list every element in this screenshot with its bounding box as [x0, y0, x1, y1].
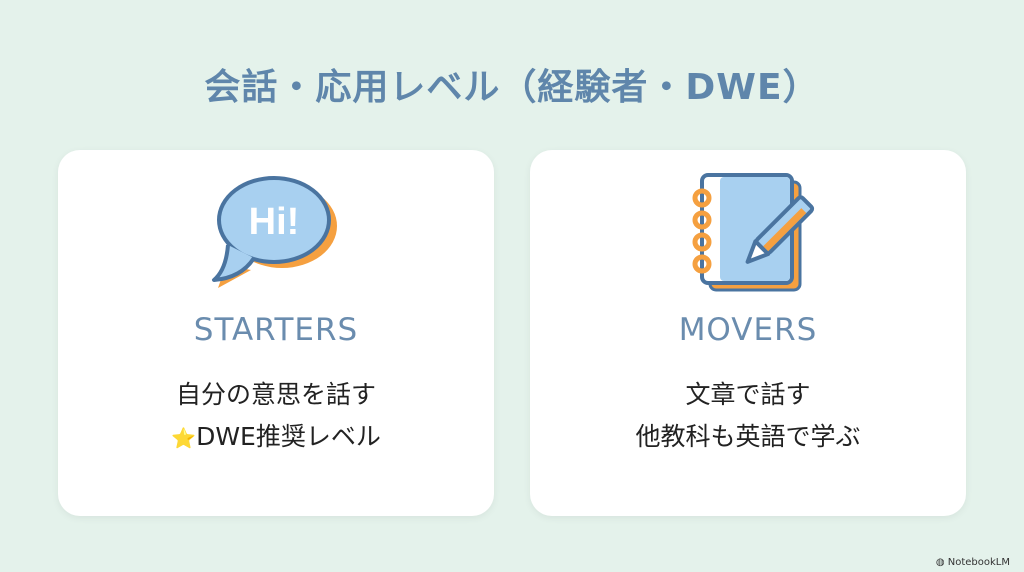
star-icon: ⭐	[171, 426, 197, 450]
description-line: 文章で話す	[685, 380, 811, 409]
description-line: 自分の意思を話す	[175, 380, 376, 409]
level-label: STARTERS	[193, 312, 359, 348]
speech-bubble-hi-icon: Hi!	[212, 176, 337, 288]
notebook-pencil-icon	[692, 173, 815, 292]
notebooklm-watermark: ◍ NotebookLM	[935, 557, 1010, 568]
icon-text: Hi!	[249, 201, 300, 243]
card-movers: MOVERS 文章で話す 他教科も英語で学ぶ	[530, 150, 966, 516]
card-starters: Hi! STARTERS 自分の意思を話す ⭐DWE推奨レベル	[58, 150, 494, 516]
level-label: MOVERS	[678, 312, 818, 348]
description-line: DWE推奨レベル	[196, 422, 381, 451]
description-line: 他教科も英語で学ぶ	[635, 422, 861, 451]
watermark-text: NotebookLM	[947, 557, 1010, 568]
page-title: 会話・応用レベル（経験者・DWE）	[204, 67, 820, 108]
